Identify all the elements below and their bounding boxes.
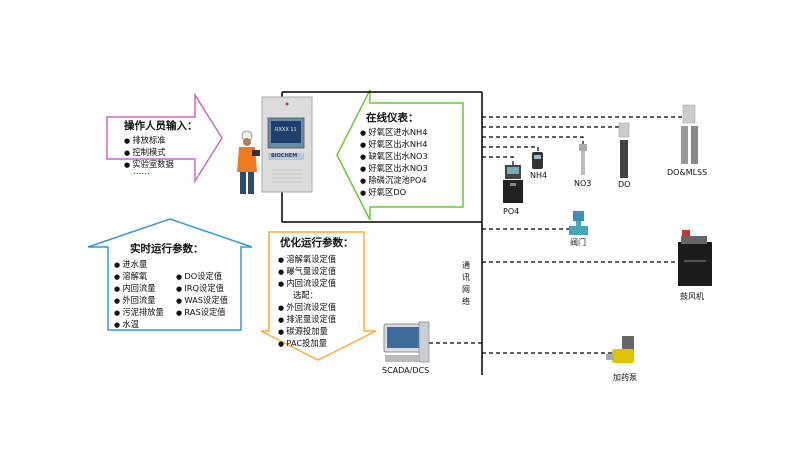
cabinet-brand: BIOCHEM [271, 153, 297, 159]
blower-icon [678, 230, 712, 286]
realtime-param-item: 水温 [114, 318, 139, 331]
no3-probe-icon [579, 144, 587, 175]
operator-input-title: 操作人员输入： [124, 120, 198, 132]
valve-label: 阀门 [570, 237, 586, 248]
po4-label: PO4 [503, 207, 519, 216]
realtime-param-item: RAS设定值 [176, 306, 226, 319]
scada-computer-icon [384, 322, 429, 362]
blower-label: 鼓风机 [680, 291, 704, 302]
cabinet-screen-text: RXXX 11 [275, 127, 297, 133]
do-mlss-label: DO&MLSS [667, 168, 707, 177]
nh4-probe-icon [532, 152, 543, 169]
do-mlss-probe-icon [681, 105, 698, 164]
operator-input-ellipsis: …… [133, 166, 150, 178]
online-instruments-title: 在线仪表： [366, 112, 419, 124]
dosing-pump-icon [606, 336, 634, 363]
network-label: 通讯网络 [461, 260, 471, 308]
realtime-params-title: 实时运行参数： [130, 243, 204, 255]
operator-figure [237, 131, 260, 194]
instrument-item: 好氧区DO [360, 186, 406, 199]
po4-analyzer-icon [503, 165, 523, 203]
realtime-params-arrow [88, 219, 252, 330]
do-label: DO [618, 180, 630, 189]
do-probe-icon [619, 123, 629, 178]
nh4-label: NH4 [530, 171, 547, 180]
no3-label: NO3 [574, 179, 591, 188]
valve-icon [569, 211, 588, 235]
scada-label: SCADA/DCS [382, 366, 429, 375]
optimized-optional-heading: 选配： [293, 289, 318, 301]
pump-label: 加药泵 [613, 372, 637, 383]
optimized-params-title: 优化运行参数： [280, 237, 354, 249]
optimized-optional-item: PAC投加量 [278, 337, 327, 350]
control-cabinet [262, 97, 312, 192]
